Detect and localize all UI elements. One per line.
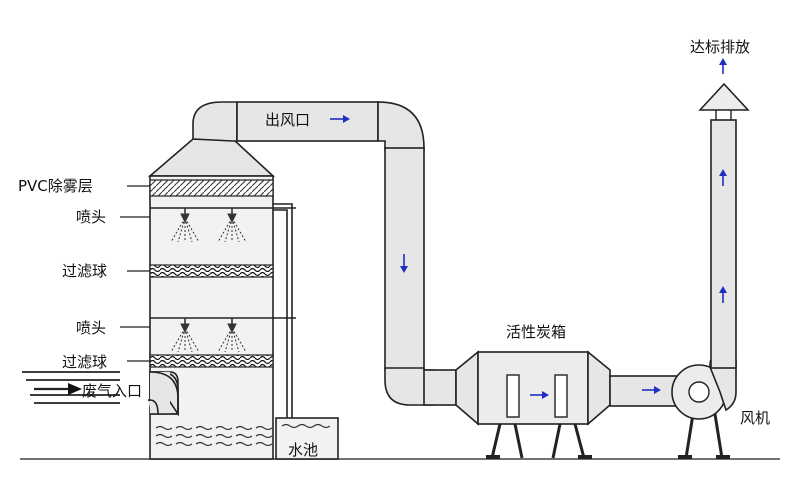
- spray-nozzles-bottom: [170, 318, 247, 353]
- label-air-outlet: 出风口: [265, 111, 310, 129]
- inlet-duct: [147, 371, 179, 417]
- flow-arrows: [330, 58, 727, 399]
- label-activated-carbon-box: 活性炭箱: [506, 323, 566, 341]
- label-water-tank: 水池: [288, 441, 318, 459]
- tower-water: [155, 425, 273, 447]
- label-filter-ball-bottom: 过滤球: [62, 353, 107, 371]
- leader-lines: [120, 185, 150, 362]
- flow-arrow-carbon: [530, 391, 549, 399]
- label-compliant-emission: 达标排放: [690, 38, 750, 56]
- label-filter-ball-top: 过滤球: [62, 262, 107, 280]
- carbon-filter-right: [554, 374, 568, 418]
- filter-ball-layer-top: [149, 264, 274, 278]
- filter-ball-layer-bottom: [149, 354, 274, 368]
- spray-nozzles-top: [170, 208, 247, 243]
- stack-cap: [698, 82, 750, 111]
- flow-arrow-exhaust: [719, 58, 727, 74]
- activated-carbon-box: [455, 350, 611, 459]
- flow-arrow-fan-inlet: [642, 386, 661, 394]
- carbon-box-legs: [490, 423, 586, 459]
- label-waste-gas-inlet: 废气入口: [82, 382, 142, 400]
- flow-arrow-down: [400, 254, 408, 273]
- carbon-filter-left: [506, 374, 520, 418]
- flow-arrow-stack-2: [719, 169, 727, 186]
- flow-arrow-outlet: [330, 115, 350, 123]
- outlet-duct: [192, 101, 457, 406]
- label-nozzle-top: 喷头: [76, 208, 106, 226]
- fan: [671, 359, 737, 459]
- label-nozzle-bottom: 喷头: [76, 319, 106, 337]
- label-pvc-demister: PVC除雾层: [18, 177, 93, 195]
- water-tank: [275, 417, 339, 460]
- inlet-air-streams: [22, 371, 120, 404]
- flow-arrow-stack-1: [719, 286, 727, 303]
- exhaust-stack: [698, 82, 750, 369]
- pvc-demister-layer: [149, 179, 274, 197]
- fan-inlet-duct: [609, 375, 679, 407]
- label-fan: 风机: [740, 409, 770, 427]
- tower-cone: [147, 138, 276, 177]
